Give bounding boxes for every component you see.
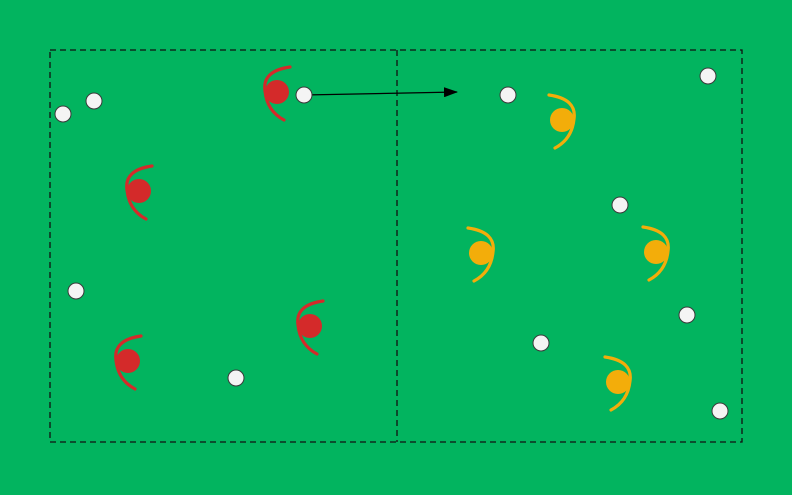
ball-ball-8 [611,196,629,214]
ball-ball-6 [499,86,517,104]
player-head [644,240,668,264]
player-head [606,370,630,394]
field-boundary [49,49,743,443]
ball-ball-10 [532,334,550,352]
ball-ball-11 [711,402,729,420]
ball-layer [54,67,729,420]
ball-ball-3 [67,282,85,300]
field-outline [49,49,743,443]
player-shoulders [641,225,670,282]
player-shoulders [125,164,154,221]
player-red-2 [125,164,154,221]
player-head [116,349,140,373]
player-shoulders [263,65,292,122]
player-red-4 [114,334,143,391]
pass-arrow-line [303,87,458,98]
player-shoulders [466,226,495,283]
player-head [298,314,322,338]
player-red-1 [263,65,292,122]
player-red-3 [296,299,325,356]
player-shoulders [114,334,143,391]
player-shoulders [296,299,325,356]
player-head [265,80,289,104]
ball-ball-1 [54,105,72,123]
player-head [127,179,151,203]
ball-ball-4 [295,86,313,104]
player-head [550,108,574,132]
player-shoulders [603,355,632,412]
player-shoulders [547,93,576,150]
player-layer [114,65,670,412]
ball-ball-2 [85,92,103,110]
player-yellow-4 [603,355,632,412]
pass-arrow [303,87,458,98]
player-yellow-3 [641,225,670,282]
ball-ball-7 [699,67,717,85]
player-head [469,241,493,265]
ball-ball-9 [678,306,696,324]
ball-ball-5 [227,369,245,387]
player-yellow-2 [466,226,495,283]
player-yellow-1 [547,93,576,150]
